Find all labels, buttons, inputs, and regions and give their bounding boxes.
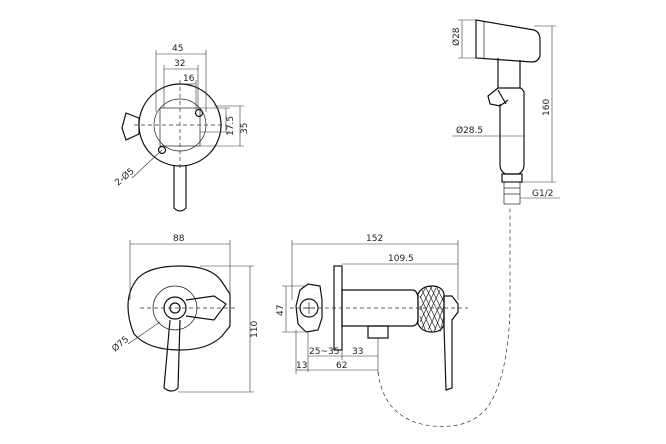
- top-view-screw-hole: [194, 108, 204, 118]
- side-view-knurl-pattern: [419, 285, 445, 333]
- spray-head: [475, 19, 541, 63]
- front-view-connector: [185, 295, 227, 321]
- dim-label-g1-2: G1/2: [532, 189, 553, 199]
- leader-line: [131, 149, 163, 179]
- hand-spray-view: Ø28 160 Ø28.5 G1/2: [451, 19, 560, 205]
- dim-label-d28-5: Ø28.5: [456, 125, 483, 136]
- spray-neck: [497, 58, 521, 89]
- dim-label-152: 152: [366, 234, 383, 244]
- dim-label-17-5: 17.5: [226, 116, 236, 136]
- dim-label-62: 62: [336, 361, 347, 371]
- spray-handle: [499, 87, 525, 175]
- dim-label-2-d5: 2-Ø5: [113, 166, 137, 188]
- spray-trigger: [487, 87, 509, 107]
- side-view-knob: [295, 283, 323, 333]
- spray-thread: [503, 181, 521, 205]
- dim-label-160: 160: [542, 99, 552, 116]
- spray-connector: [501, 173, 523, 183]
- top-view: 45 32 16 17.5 35 2-Ø5: [113, 44, 250, 212]
- dim-label-110: 110: [250, 321, 260, 338]
- front-view-lever: [163, 319, 181, 392]
- leader-line: [127, 321, 161, 345]
- dim-label-13: 13: [296, 361, 307, 371]
- front-view: 88 110 Ø75: [110, 234, 260, 393]
- dim-label-33: 33: [352, 347, 363, 357]
- top-view-lever: [173, 166, 187, 212]
- dim-label-109-5: 109.5: [388, 254, 414, 264]
- dim-label-35: 35: [240, 123, 250, 134]
- top-view-body: [159, 107, 201, 147]
- dim-label-32: 32: [174, 59, 185, 69]
- spray-trigger-edge: [497, 89, 507, 105]
- side-view: 152 109.5 47 25~35 33 13 62: [276, 234, 468, 391]
- dim-label-88: 88: [173, 234, 185, 244]
- dim-label-d28: Ø28: [451, 27, 462, 46]
- top-view-knob: [121, 112, 140, 141]
- dim-label-16: 16: [183, 74, 195, 84]
- dim-label-25-35: 25~35: [309, 347, 339, 357]
- dim-label-45: 45: [172, 44, 183, 54]
- side-view-lever: [443, 295, 459, 391]
- front-view-flange: [127, 265, 231, 351]
- top-view-screw-hole: [157, 145, 167, 155]
- dim-label-47: 47: [276, 305, 286, 316]
- dim-label-d75: Ø75: [110, 334, 131, 354]
- side-view-outlet: [367, 325, 389, 339]
